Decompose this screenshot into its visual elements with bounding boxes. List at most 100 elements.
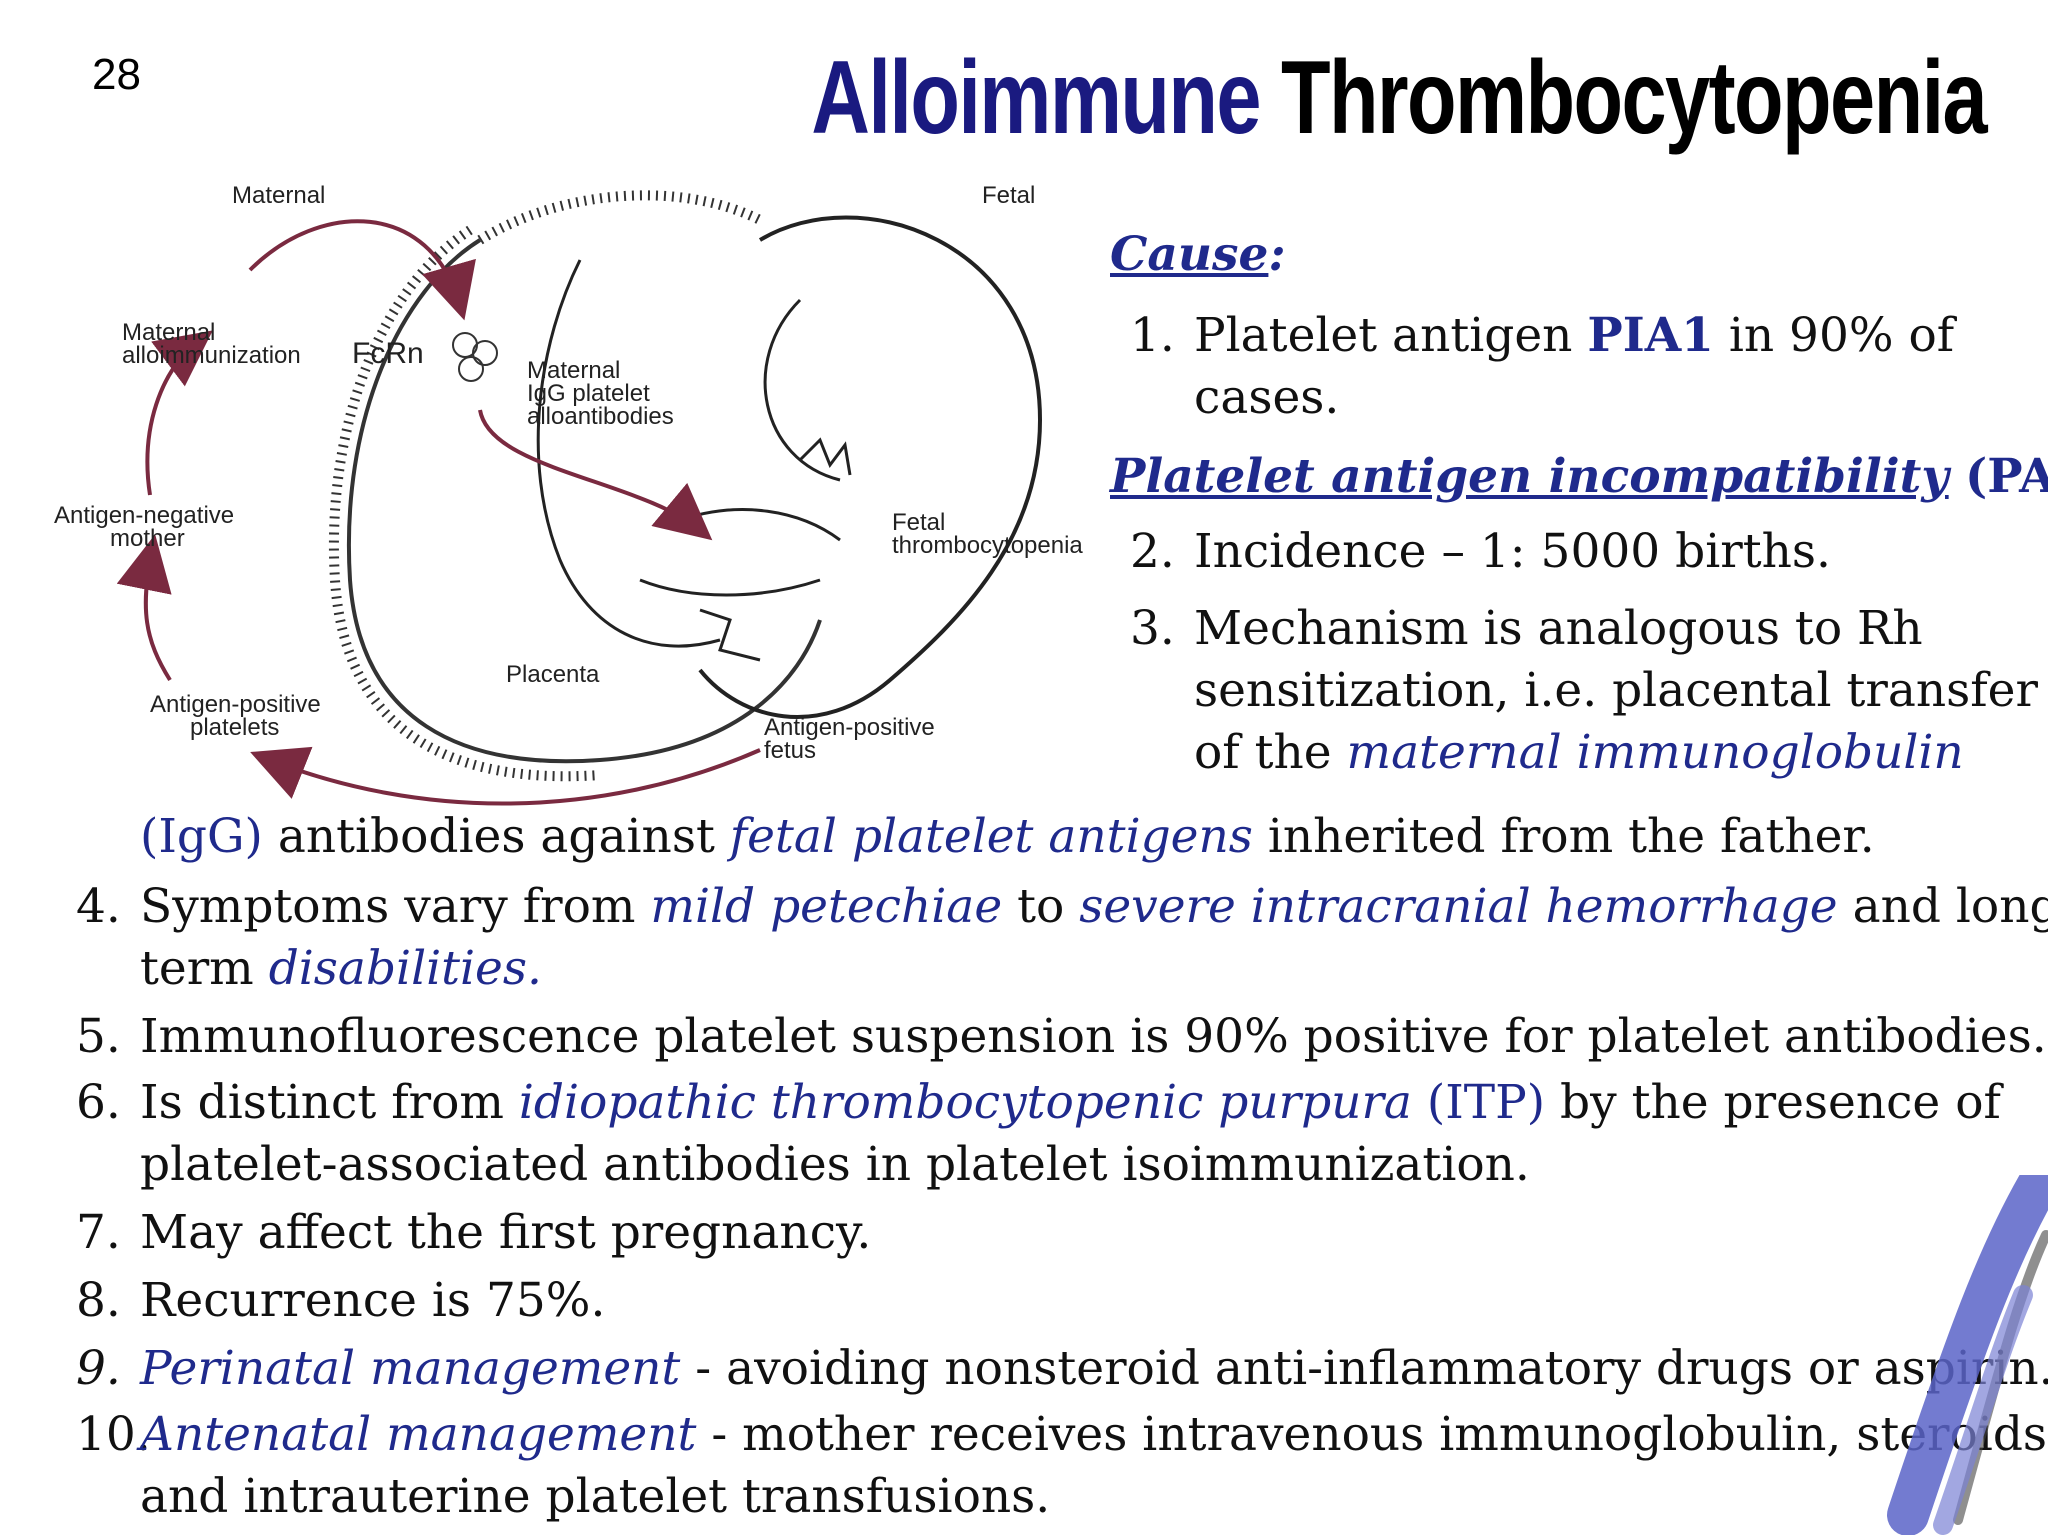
item4-pre: Symptoms vary from <box>140 879 651 934</box>
fetus-body <box>536 259 721 648</box>
label-maternal-alloimmunization-1: Maternal <box>122 319 215 346</box>
item4-mid: to <box>1002 879 1080 934</box>
list-number: 6. <box>76 1075 121 1130</box>
list-item-6-line2: platelet-associated antibodies in platel… <box>140 1137 1530 1192</box>
list-number: 3. <box>1130 601 1175 656</box>
list-number: 2. <box>1130 524 1175 579</box>
label-antigen-positive-fetus-2: fetus <box>764 737 816 764</box>
pia1-term: PIA1 <box>1587 308 1714 363</box>
label-maternal-igg-3: alloantibodies <box>527 403 674 430</box>
label-antigen-negative-2: mother <box>110 525 185 552</box>
pai-heading: Platelet antigen incompatibility (PAI): <box>1110 446 2048 508</box>
list-item-5: 5. Immunofluorescence platelet suspension… <box>76 1006 2047 1068</box>
pen-stroke-decoration <box>1887 1175 2048 1535</box>
fetus-back <box>763 298 841 482</box>
item4-post: and long- <box>1852 879 2048 934</box>
item6-post: by the presence of <box>1545 1075 2001 1130</box>
label-antigen-positive-platelets-1: Antigen-positive <box>150 691 321 718</box>
perinatal-management-term: Perinatal management <box>140 1341 681 1396</box>
arrow-mother-to-alloimmunization <box>145 330 213 496</box>
item1-text: Platelet antigen <box>1194 308 1588 363</box>
alloimmunization-cycle-diagram: Maternal Fetal Maternal alloimmunization… <box>54 182 1083 806</box>
item5-text: Immunofluorescence platelet suspension i… <box>140 1009 2047 1064</box>
uterine-wall-fringe <box>329 225 601 782</box>
label-maternal-igg-1: Maternal <box>527 357 620 384</box>
mild-petechiae-term: mild petechiae <box>650 879 1003 934</box>
list-item-10: 10.Antenatal management - mother receive… <box>76 1404 2048 1466</box>
label-placenta: Placenta <box>506 661 600 688</box>
label-maternal-igg-2: IgG platelet <box>527 380 650 407</box>
pai-suffix: (PAI): <box>1965 449 2048 504</box>
list-item-1-line2: cases. <box>1194 370 1340 425</box>
fetus-hand <box>798 437 852 476</box>
pai-heading-text: Platelet antigen incompatibility <box>1110 449 1949 504</box>
fetal-platelet-antigens-term: fetal platelet antigens <box>729 809 1253 864</box>
list-item-3-line3: of the maternal immunoglobulin <box>1194 722 1964 784</box>
arrow-alloimmunization-to-fcrn <box>248 219 476 321</box>
placenta-top-fringe <box>477 190 763 245</box>
label-fetal: Fetal <box>982 182 1035 209</box>
item8-text: Recurrence is 75%. <box>140 1273 606 1328</box>
title-part-1: Alloimmune <box>811 40 1261 156</box>
list-item-4-line2: term disabilities. <box>140 938 542 1000</box>
label-antigen-negative-1: Antigen-negative <box>54 502 234 529</box>
title-part-2: Thrombocytopenia <box>1280 40 1988 156</box>
list-item-3: 3. Mechanism is analogous to Rh <box>1130 598 1923 660</box>
list-item-2: 2. Incidence – 1: 5000 births. <box>1130 521 1831 583</box>
antenatal-management-term: Antenatal management <box>140 1407 697 1462</box>
label-maternal-alloimmunization-2: alloimmunization <box>122 342 301 369</box>
label-fcrn: FcRn <box>352 337 424 370</box>
slide-title: Alloimmune Thrombocytopenia <box>811 43 1987 153</box>
uterine-wall <box>347 238 822 764</box>
list-number: 9. <box>76 1341 121 1396</box>
item4-line2-pre: term <box>140 941 269 996</box>
arrow-antibodies-to-fetus <box>478 409 713 541</box>
list-item-10-line2: and intrauterine platelet transfusions. <box>140 1469 1051 1524</box>
list-number: 5. <box>76 1009 121 1064</box>
item3-line1: Mechanism is analogous to Rh <box>1194 601 1923 656</box>
list-item-8: 8. Recurrence is 75%. <box>76 1270 605 1332</box>
list-number: 8. <box>76 1273 121 1328</box>
cause-heading: Cause: <box>1110 224 1286 286</box>
item1-text-post: in 90% of <box>1713 308 1955 363</box>
arrow-platelets-to-mother <box>116 534 172 682</box>
fetus-foot <box>699 608 761 662</box>
list-number: 10. <box>76 1407 151 1462</box>
igg-term: (IgG) <box>140 809 263 864</box>
label-maternal: Maternal <box>232 182 325 209</box>
disabilities-term: disabilities. <box>268 941 542 996</box>
fetus-head <box>698 215 1043 719</box>
list-number: 1. <box>1130 308 1175 363</box>
list-number: 4. <box>76 879 121 934</box>
item6-pre: Is distinct from <box>140 1075 519 1130</box>
item7-text: May affect the first pregnancy. <box>140 1205 872 1260</box>
item3-line4-post: inherited from the father. <box>1252 809 1875 864</box>
list-item-6: 6. Is distinct from idiopathic thrombocyt… <box>76 1072 2001 1134</box>
list-item-3-line4: (IgG) antibodies against fetal platelet … <box>140 806 1875 868</box>
slide-number: 28 <box>92 50 141 99</box>
cause-heading-text: Cause <box>1110 227 1269 282</box>
label-fetal-thrombocytopenia-1: Fetal <box>892 509 945 536</box>
item3-line4-mid: antibodies against <box>262 809 730 864</box>
fcrn-receptor-icon <box>452 332 498 382</box>
list-item-4: 4. Symptoms vary from mild petechiae to s… <box>76 876 2048 938</box>
list-item-1: 1. Platelet antigen PIA1 in 90% of <box>1130 305 1954 367</box>
itp-term: idiopathic thrombocytopenic purpura <box>518 1075 1412 1130</box>
itp-abbr: (ITP) <box>1411 1075 1546 1130</box>
label-antigen-positive-fetus-1: Antigen-positive <box>764 714 935 741</box>
fetus-limb-2 <box>639 578 821 597</box>
list-number: 7. <box>76 1205 121 1260</box>
fetus-limb <box>679 508 841 542</box>
item9-post: - avoiding nonsteroid anti-inflammatory … <box>680 1341 2048 1396</box>
label-antigen-positive-platelets-2: platelets <box>190 714 279 741</box>
maternal-immunoglobulin-term: maternal immunoglobulin <box>1346 725 1964 780</box>
cause-colon: : <box>1268 227 1286 282</box>
list-item-9: 9. Perinatal management - avoiding nonste… <box>76 1338 2048 1400</box>
arrow-fetus-to-platelets <box>250 746 761 806</box>
list-item-3-line2: sensitization, i.e. placental transfer <box>1194 663 2038 718</box>
severe-ich-term: severe intracranial hemorrhage <box>1079 879 1838 934</box>
item2-text: Incidence – 1: 5000 births. <box>1194 524 1831 579</box>
list-item-7: 7. May affect the first pregnancy. <box>76 1202 871 1264</box>
item3-line3-pre: of the <box>1194 725 1347 780</box>
label-fetal-thrombocytopenia-2: thrombocytopenia <box>892 532 1083 559</box>
